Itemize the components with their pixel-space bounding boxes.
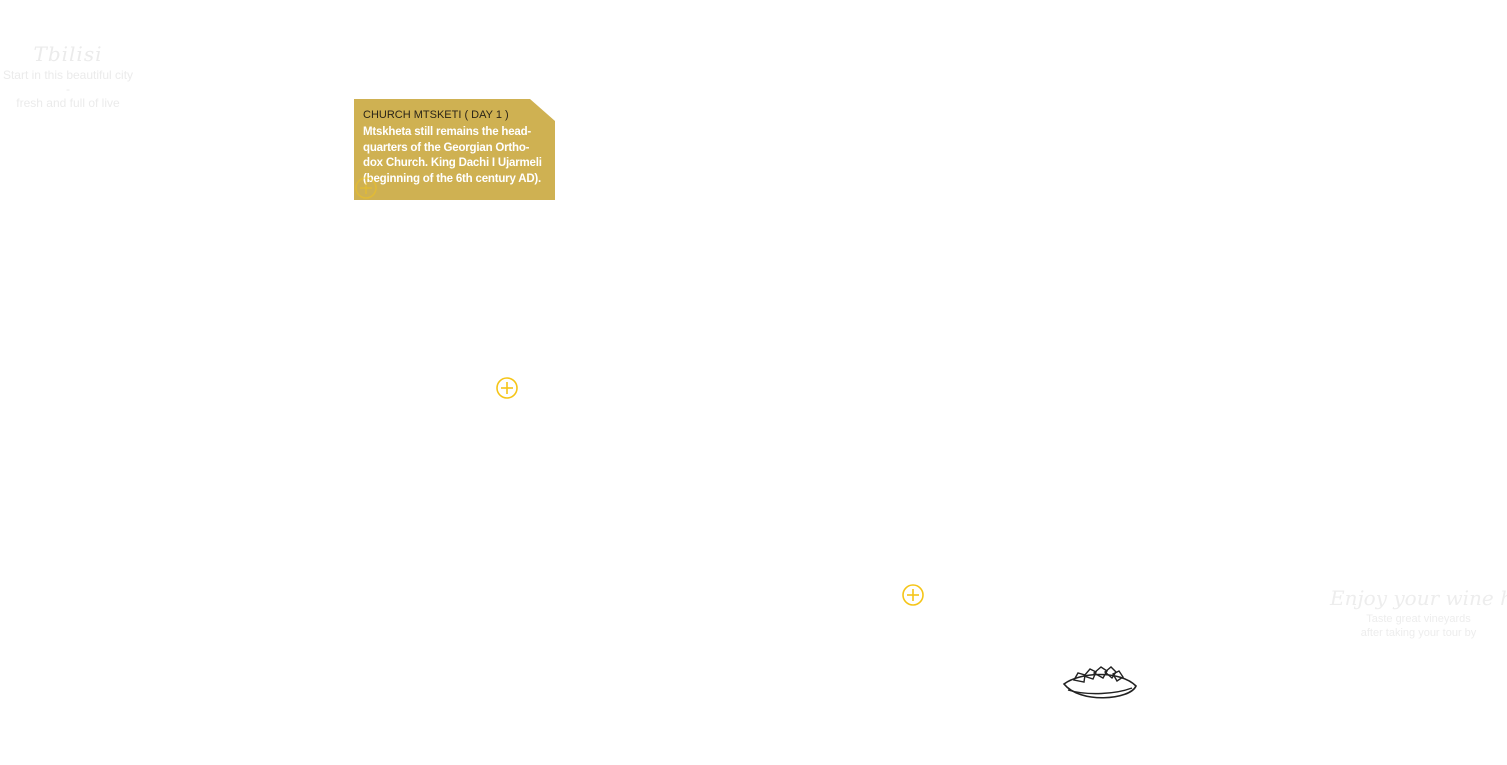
church-mtsketi-card: CHURCH MTSKETI ( DAY 1 ) Mtskheta still … [354,99,555,200]
wine-subtitle-line1: Taste great vineyards [1366,613,1471,625]
fruit-bowl-icon [1060,660,1140,706]
plus-circle-icon[interactable] [495,376,519,400]
wine-caption: Enjoy your wine here Taste great vineyar… [1330,584,1507,640]
tbilisi-caption: Tbilisi Start in this beautiful city - f… [0,40,136,110]
wine-title: Enjoy your wine here [1330,586,1507,610]
tbilisi-subtitle-line2: fresh and full of live [16,96,120,110]
plus-circle-icon[interactable] [901,583,925,607]
plus-circle-icon[interactable] [354,176,378,200]
card-title: CHURCH MTSKETI ( DAY 1 ) [363,109,509,121]
tbilisi-title: Tbilisi [33,42,103,66]
wine-subtitle-line2: after taking your tour by [1360,627,1477,639]
tbilisi-subtitle-line1: Start in this beautiful city - [2,68,134,96]
card-description: Mtskheta still remains the head-quarters… [363,126,542,185]
